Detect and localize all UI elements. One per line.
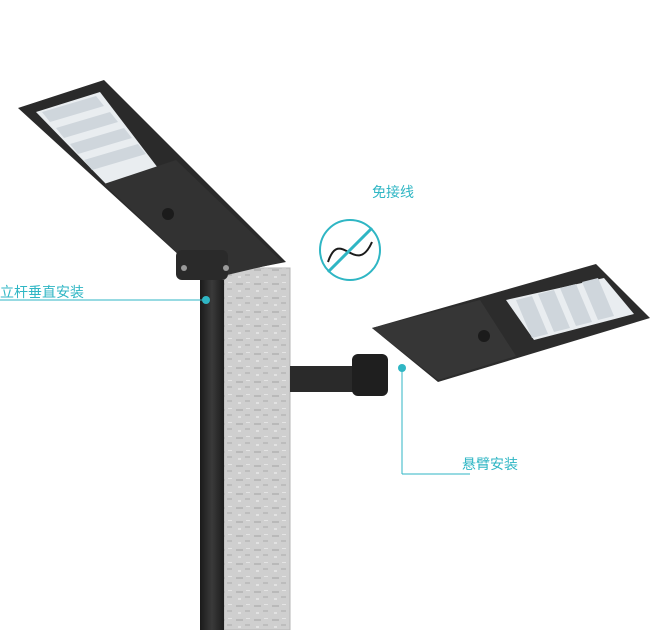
no-wiring-icon — [319, 219, 381, 281]
vertical-pole-mount-label: 立杆垂直安装 — [0, 285, 84, 301]
cantilever-arm — [290, 354, 388, 396]
wireless-label: 免接线 — [372, 185, 414, 201]
led-modules-right — [516, 278, 614, 338]
vertical-pole — [200, 280, 224, 630]
stone-wall — [223, 267, 291, 630]
street-light-cantilever — [372, 264, 650, 382]
cantilever-mount-label: 悬臂安装 — [462, 457, 518, 473]
led-modules-left — [42, 96, 146, 170]
street-light-pole-top — [18, 80, 286, 280]
callout-leaders — [0, 296, 470, 475]
